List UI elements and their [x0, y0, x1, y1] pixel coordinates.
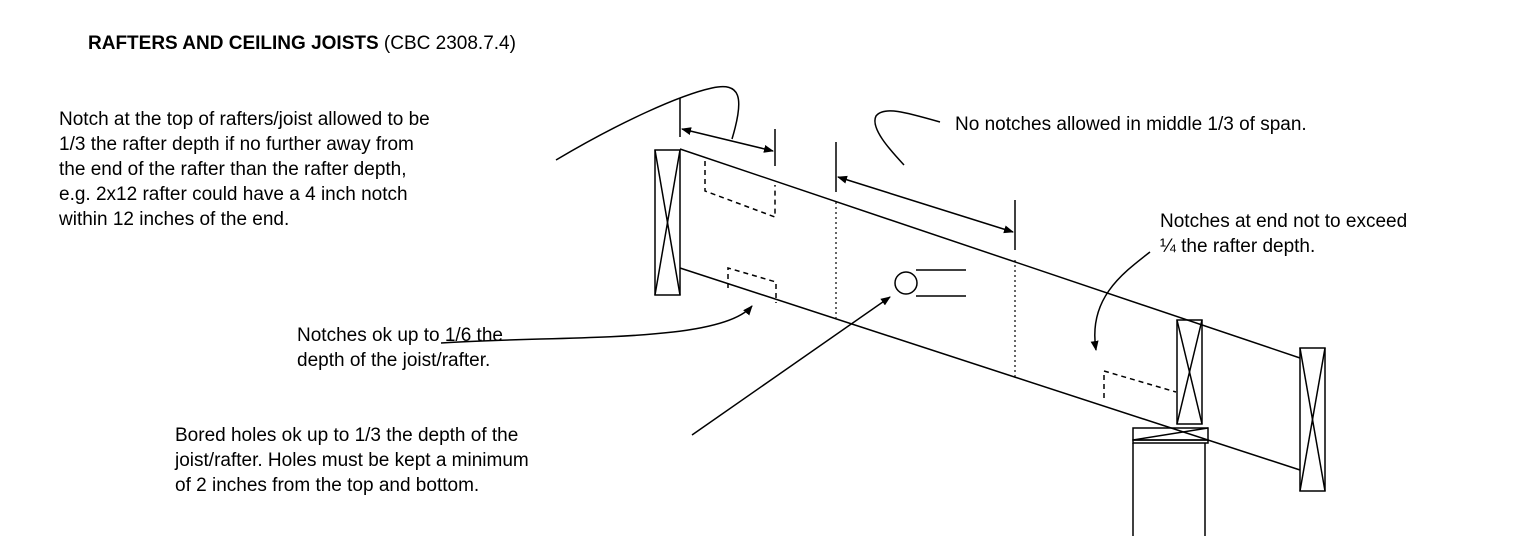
- bored-hole: [894, 271, 918, 295]
- note-line: No notches allowed in middle 1/3 of span…: [955, 114, 1307, 135]
- leader-top-notch: [555, 86, 740, 161]
- top-notch-outline: [704, 161, 776, 219]
- top-notch-dimension-arrow: [681, 127, 774, 153]
- note-line: of 2 inches from the top and bottom.: [175, 475, 480, 496]
- note-top-notch: Notch at the top of rafters/joist allowe…: [59, 107, 430, 232]
- note-middle-third: No notches allowed in middle 1/3 of span…: [955, 112, 1307, 137]
- title-code-reference: (CBC 2308.7.4): [378, 33, 516, 54]
- note-line: Notches at end not to exceed: [1160, 211, 1408, 232]
- note-bottom-notch: Notches ok up to 1/6 the depth of the jo…: [297, 323, 503, 373]
- note-line: within 12 inches of the end.: [59, 209, 290, 230]
- note-line: the end of the rafter than the rafter de…: [59, 159, 407, 180]
- note-line: depth of the joist/rafter.: [297, 350, 491, 371]
- note-line: joist/rafter. Holes must be kept a minim…: [175, 450, 529, 471]
- middle-bearing-block: [1176, 319, 1203, 425]
- note-line: 1/3 the rafter depth if no further away …: [59, 134, 414, 155]
- bottom-notch-outline: [727, 267, 777, 303]
- leader-middle-third: [874, 110, 941, 166]
- note-bored-holes: Bored holes ok up to 1/3 the depth of th…: [175, 423, 529, 498]
- end-notch-outline: [1103, 370, 1177, 398]
- leader-bored-holes: [691, 296, 891, 436]
- note-line: ¼ the rafter depth.: [1160, 236, 1316, 257]
- leader-bottom-notch: [440, 305, 753, 344]
- middle-third-dimension-arrow: [837, 175, 1014, 234]
- right-bearing-block: [1299, 347, 1326, 492]
- left-bearing-block: [654, 149, 681, 296]
- note-end-notch: Notches at end not to exceed ¼ the rafte…: [1160, 209, 1407, 259]
- note-line: Notch at the top of rafters/joist allowe…: [59, 109, 430, 130]
- wall-double-plate: [1132, 439, 1209, 444]
- leader-end-notch: [1090, 251, 1151, 351]
- note-line: Notches ok up to 1/6 the: [297, 325, 503, 346]
- note-line: e.g. 2x12 rafter could have a 4 inch not…: [59, 184, 408, 205]
- rafter-top-edge: [679, 148, 1301, 359]
- title-main: RAFTERS AND CEILING JOISTS: [88, 33, 379, 54]
- note-line: Bored holes ok up to 1/3 the depth of th…: [175, 425, 519, 446]
- rafter-bottom-edge: [679, 267, 1301, 471]
- wall-top-plate: [1132, 427, 1209, 441]
- page-title: RAFTERS AND CEILING JOISTS (CBC 2308.7.4…: [88, 33, 516, 55]
